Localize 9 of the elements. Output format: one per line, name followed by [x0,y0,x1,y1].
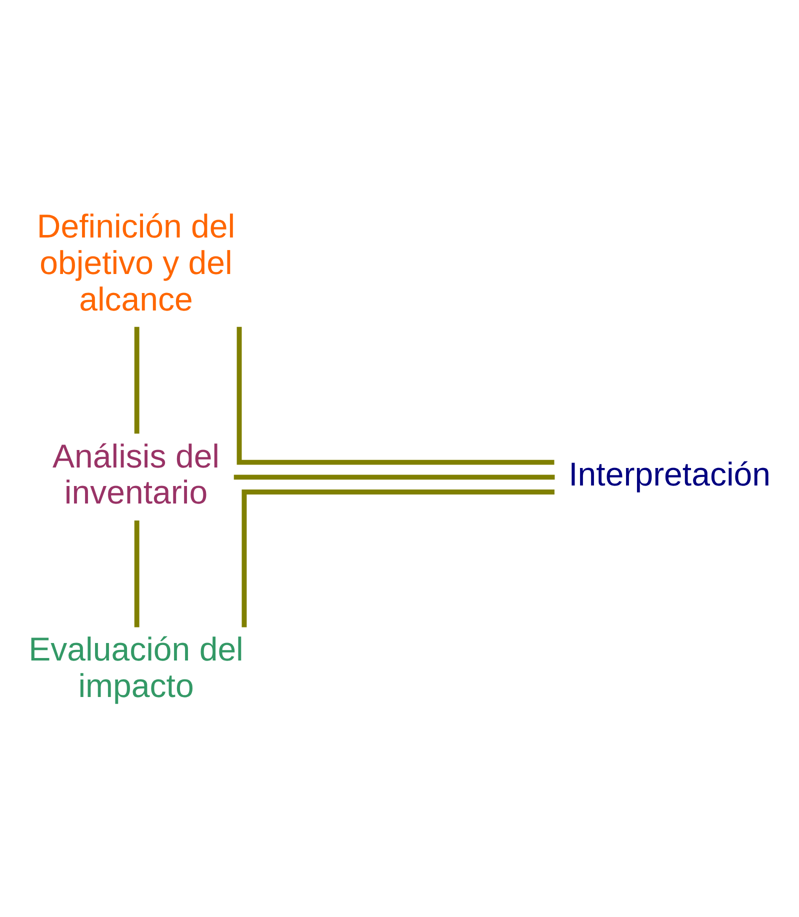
node-text: Análisis del inventario [52,436,220,510]
node-text: Definición del objetivo y del alcance [36,207,236,317]
connector [234,474,555,480]
node-text: Interpretación [568,454,771,492]
connector [242,489,554,627]
connector [134,520,140,627]
node-text: Evaluación del impacto [28,630,244,704]
connector [236,326,554,464]
connector [134,326,140,434]
